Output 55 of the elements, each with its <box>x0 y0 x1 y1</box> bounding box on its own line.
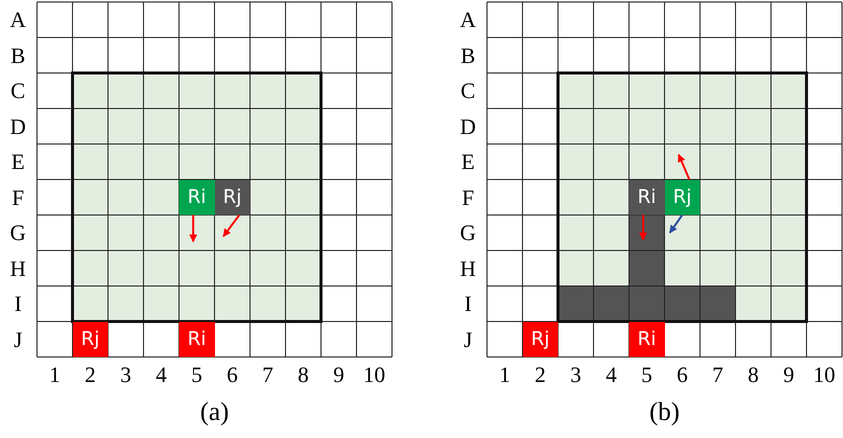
row-label: C <box>10 79 26 103</box>
row-label: E <box>460 150 476 174</box>
row-label: D <box>9 114 27 138</box>
column-label: 9 <box>332 363 346 387</box>
row-label: C <box>460 79 476 103</box>
column-label: 8 <box>746 363 760 387</box>
arrow <box>678 154 690 180</box>
robot-tile: Rj <box>214 180 250 215</box>
column-label: 3 <box>119 363 132 387</box>
row-label: H <box>9 256 27 280</box>
arrow <box>189 215 198 242</box>
robot-tile: Ri <box>179 180 214 215</box>
robot-tile: Rj <box>664 180 700 215</box>
column-label: 7 <box>261 363 274 387</box>
arrow <box>669 214 684 234</box>
robot-tile: Rj <box>72 322 108 357</box>
column-label: 5 <box>190 363 204 387</box>
row-label: J <box>12 328 24 352</box>
column-label: 3 <box>569 363 582 387</box>
row-label: F <box>460 186 476 210</box>
column-label: 1 <box>498 363 512 387</box>
row-label: D <box>459 114 477 138</box>
column-label: 4 <box>154 363 168 387</box>
robot-tile: Ri <box>629 322 664 357</box>
row-label: B <box>460 44 476 68</box>
row-label: G <box>9 221 27 245</box>
arrow <box>222 214 240 237</box>
column-label: 1 <box>48 363 62 387</box>
row-label: I <box>13 292 23 316</box>
column-label: 6 <box>676 363 689 387</box>
column-label: 6 <box>226 363 239 387</box>
row-label: H <box>459 256 477 280</box>
column-label: 7 <box>711 363 724 387</box>
robot-tile: Ri <box>629 180 664 215</box>
column-label: 9 <box>782 363 796 387</box>
panel-label: (b) <box>648 398 681 426</box>
robot-tile: Ri <box>179 322 214 357</box>
row-label: A <box>9 8 27 32</box>
column-label: 5 <box>640 363 654 387</box>
column-label: 2 <box>534 363 547 387</box>
column-label: 2 <box>84 363 97 387</box>
row-label: I <box>463 292 473 316</box>
column-label: 4 <box>604 363 618 387</box>
arrow <box>639 215 648 241</box>
column-label: 10 <box>362 363 386 387</box>
column-label: 8 <box>296 363 310 387</box>
column-label: 10 <box>812 363 836 387</box>
row-label: A <box>459 8 477 32</box>
panel-label: (a) <box>199 398 230 426</box>
row-label: B <box>10 44 26 68</box>
robot-tile: Rj <box>522 322 558 357</box>
row-label: F <box>10 186 26 210</box>
row-label: G <box>459 221 477 245</box>
row-label: E <box>10 150 26 174</box>
row-label: J <box>462 328 474 352</box>
